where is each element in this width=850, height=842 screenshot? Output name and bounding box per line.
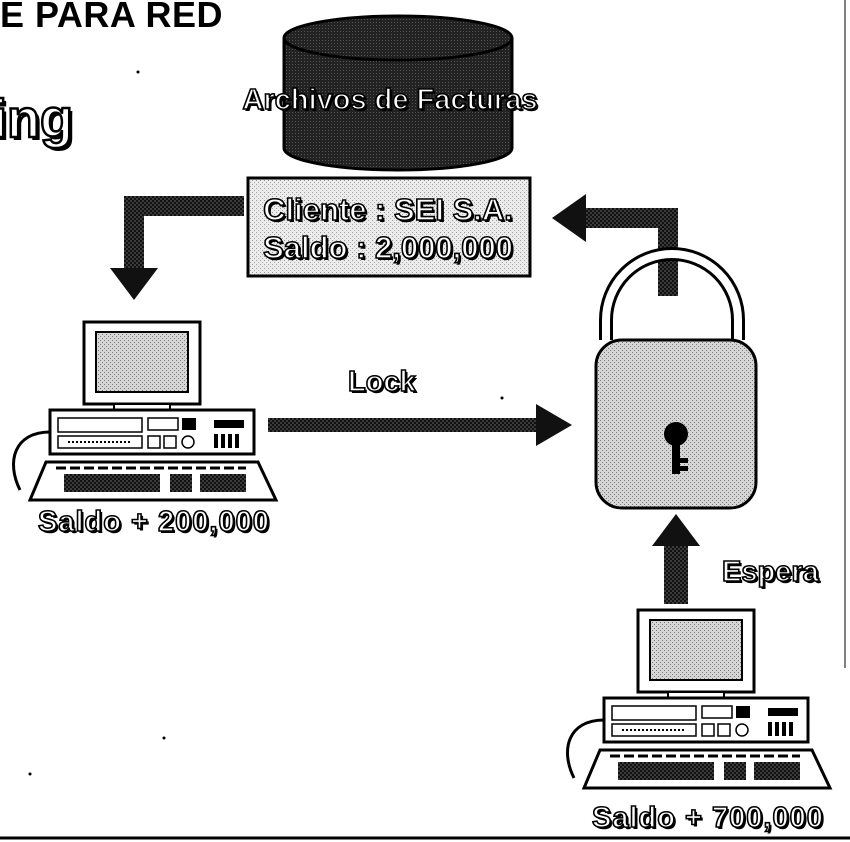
stray-dot [500,396,504,400]
arrow-icon [110,196,244,300]
desktop-computer-icon [11,320,278,502]
arrow-icon [652,514,700,604]
partial-heading: ing [0,88,74,151]
workstation-1-caption: Saldo + 200,000 [37,505,270,539]
database-cylinder-icon [282,14,514,172]
lock-label: Lock [347,365,416,399]
stray-dot [162,736,166,740]
workstation-2-caption: Saldo + 700,000 [591,801,824,835]
page-title: E PARA RED [0,0,224,35]
arrow-icon [552,194,678,296]
stray-dot [136,70,140,74]
database-label: Archivos de Facturas [242,83,539,117]
desktop-computer-icon [565,608,832,790]
stray-dot [28,772,32,776]
wait-label: Espera [721,555,819,589]
arrow-icon [268,404,572,446]
record-box [246,176,532,278]
record-client: Cliente : SEI S.A. [262,191,513,228]
padlock-icon [594,247,758,510]
record-balance: Saldo : 2,000,000 [262,229,513,266]
